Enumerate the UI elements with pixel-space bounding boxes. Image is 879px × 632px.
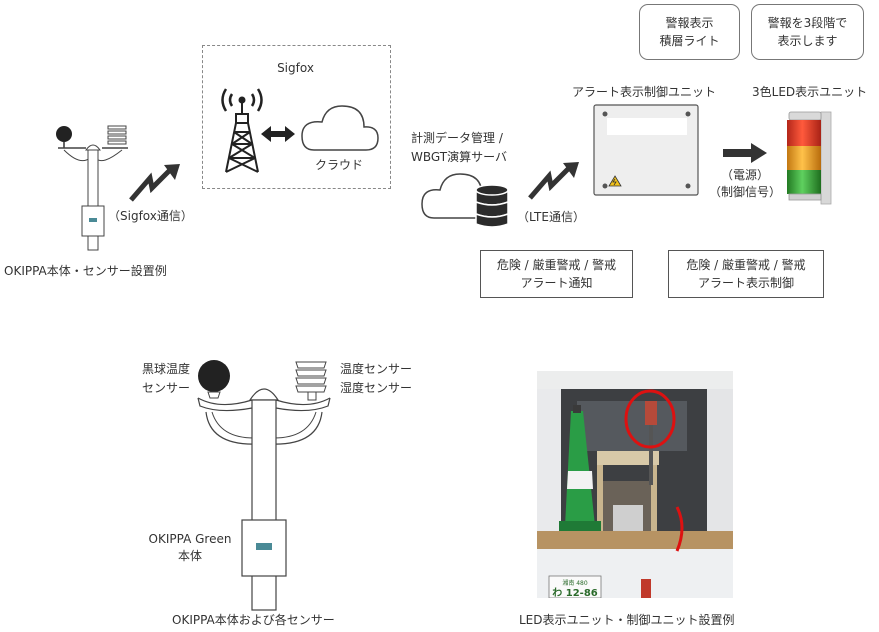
control-unit-illustration <box>593 104 699 196</box>
okippa-large-caption: OKIPPA本体および各センサー <box>172 613 335 627</box>
sensor-label-line1: 温度センサー <box>340 362 413 376</box>
lte-link-label: （LTE通信） <box>517 210 585 224</box>
bubble-left-line2: 積層ライト <box>659 34 720 48</box>
wireless-arrow-icon-lte <box>528 162 579 200</box>
bubble-right-line2: 表示します <box>777 34 838 48</box>
alert-control-box: 危険 / 厳重警戒 / 警戒 アラート表示制御 <box>668 250 824 298</box>
plate-main-text: わ 12-86 <box>552 587 598 598</box>
bubble-right-line1: 警報を3段階で <box>767 16 848 30</box>
bubble-warning-light: 警報表示 積層ライト <box>639 4 740 60</box>
photo-caption: LED表示ユニット・制御ユニット設置例 <box>519 613 735 627</box>
antenna-tower-icon <box>221 88 263 173</box>
power-label-line1: （電源） <box>720 168 769 182</box>
globe-sensor-label: 黒球温度 センサー <box>130 360 190 398</box>
plate-top-text: 湘南 480 <box>562 579 588 587</box>
sigfox-title: Sigfox <box>277 61 314 75</box>
alert-notification-line1: 危険 / 厳重警戒 / 警戒 <box>496 258 617 272</box>
temp-humidity-sensor-label: 温度センサー 湿度センサー <box>340 360 412 398</box>
okippa-pole-large-illustration <box>197 360 331 611</box>
server-cloud-database-icon <box>421 173 509 228</box>
alert-notification-box: 危険 / 厳重警戒 / 警戒 アラート通知 <box>480 250 633 298</box>
globe-label-line1: 黒球温度 <box>141 362 190 376</box>
alert-control-line1: 危険 / 厳重警戒 / 警戒 <box>686 258 806 272</box>
server-title: 計測データ管理 / WBGT演算サーバ <box>411 129 507 167</box>
power-signal-label: （電源） （制御信号） <box>704 167 786 201</box>
cloud-label: クラウド <box>314 158 363 172</box>
power-label-line2: （制御信号） <box>708 185 781 199</box>
alert-notification-line2: アラート通知 <box>520 276 593 290</box>
okippa-pole-small-illustration <box>56 125 128 251</box>
installation-photo: 湘南 480 わ 12-86 <box>537 371 733 598</box>
server-title-line1: 計測データ管理 / <box>411 131 503 145</box>
server-title-line2: WBGT演算サーバ <box>411 150 507 164</box>
sigfox-cloud-box <box>202 45 391 189</box>
alert-control-line2: アラート表示制御 <box>697 276 794 290</box>
power-signal-arrow-icon <box>723 143 767 163</box>
globe-label-line2: センサー <box>141 381 190 395</box>
sensor-label-line2: 湿度センサー <box>340 381 413 395</box>
okippa-body-label: OKIPPA Green 本体 <box>140 531 240 565</box>
sigfox-link-label: （Sigfox通信） <box>108 209 193 223</box>
three-color-led-illustration <box>787 111 832 205</box>
body-label-line2: 本体 <box>177 549 202 563</box>
sigfox-cloud-icon <box>301 105 379 151</box>
okippa-small-caption: OKIPPA本体・センサー設置例 <box>4 264 167 278</box>
bubble-left-line1: 警報表示 <box>665 16 714 30</box>
bubble-three-levels: 警報を3段階で 表示します <box>751 4 864 60</box>
body-label-line1: OKIPPA Green <box>148 532 232 546</box>
led-unit-title: 3色LED表示ユニット <box>752 85 868 99</box>
wireless-arrow-icon-sigfox <box>129 164 180 202</box>
bidirectional-arrow-icon <box>261 126 295 142</box>
control-unit-title: アラート表示制御ユニット <box>572 85 717 99</box>
